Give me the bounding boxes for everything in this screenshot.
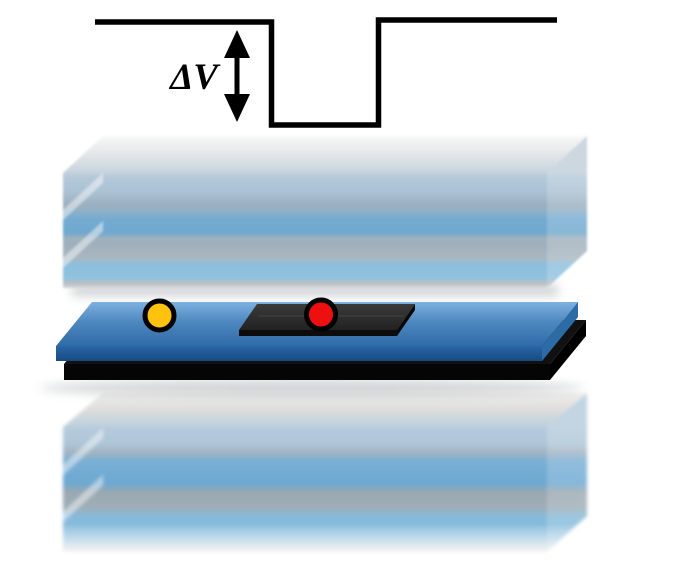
bottom-layered-stack <box>63 393 587 552</box>
top-stack-left-bevel-highlight <box>63 221 103 268</box>
substrate-front-face <box>64 364 550 380</box>
top-stack-left-bevel-highlight <box>63 173 103 220</box>
potential-well-trace <box>95 17 557 128</box>
blue-plate-front-face <box>56 346 542 361</box>
bottom-stack-left-bevel-highlight <box>63 428 103 475</box>
red-particle <box>304 297 338 332</box>
bottom-stack-side-face-tint <box>547 393 587 552</box>
top-stack-side-face-tint <box>547 136 587 288</box>
top-stack-front-face <box>63 173 547 288</box>
bottom-stack-left-bevel-highlight <box>63 475 103 522</box>
plate-shadow <box>40 380 584 396</box>
delta-v-arrow-icon <box>224 30 250 122</box>
middle-device-assembly <box>40 297 586 396</box>
flake-front-face <box>239 330 397 336</box>
orange-particle <box>142 298 177 333</box>
blue-plate-right-bevel <box>542 302 578 361</box>
bottom-stack-front-face <box>63 427 547 552</box>
arrow-head-up <box>224 30 250 58</box>
potential-well-group: ΔV <box>95 17 557 128</box>
arrow-head-down <box>224 94 250 122</box>
bottom-stack-top-face <box>63 393 587 427</box>
substrate-right-bevel <box>550 320 586 380</box>
top-stack-shadow <box>72 285 558 296</box>
flake-right-bevel <box>397 304 415 336</box>
top-stack-top-face <box>63 136 587 173</box>
delta-v-label: ΔV <box>168 57 221 98</box>
top-layered-stack <box>63 136 587 288</box>
